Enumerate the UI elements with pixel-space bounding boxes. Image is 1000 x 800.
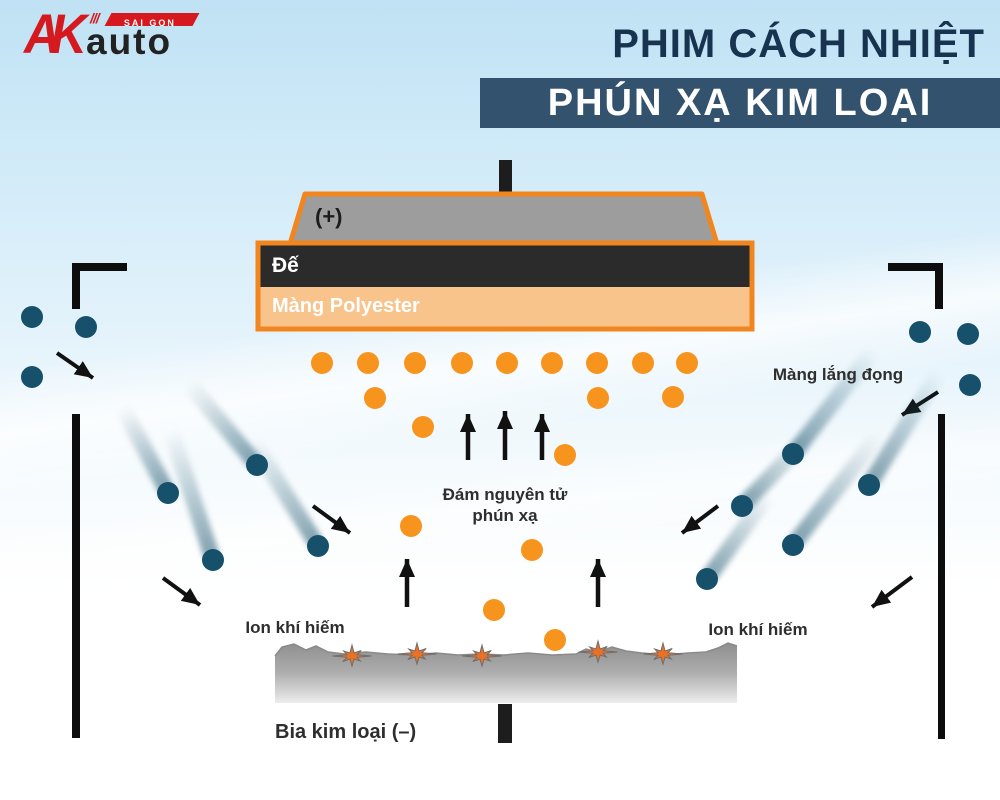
logo-ak-mark: AK — [24, 2, 87, 65]
deposited-film-label: Màng lắng đọng — [772, 365, 904, 384]
ion-direction-arrow — [680, 504, 720, 535]
impact-spark-icon — [643, 641, 683, 666]
atom-cloud-label-line1: Đám nguyên tử — [442, 485, 568, 504]
page-title-line1: PHIM CÁCH NHIỆT — [612, 22, 985, 66]
substrate-bar — [259, 244, 751, 287]
page-title-band: PHÚN XẠ KIM LOẠI — [480, 78, 1000, 128]
anode-plus-label: (+) — [315, 204, 343, 229]
rare-gas-ion-label-left: Ion khí hiếm — [245, 618, 345, 637]
atom-cloud-label: Đám nguyên tử phún xạ — [405, 484, 605, 526]
ion-direction-arrow — [311, 504, 352, 535]
chamber-bracket-left — [72, 263, 127, 738]
logo-auto-text: auto — [86, 21, 173, 62]
substrate-stack-border — [255, 240, 755, 332]
rare-gas-ion-label-right: Ion khí hiếm — [708, 620, 808, 639]
impact-spark-icon — [397, 641, 437, 666]
substrate-label: Đế — [272, 254, 299, 277]
atom-cloud-label-line2: phún xạ — [472, 506, 538, 525]
chamber-bracket-right — [888, 263, 945, 739]
ak-auto-logo: AK /// SAI GON auto — [22, 6, 212, 70]
anode-electrode — [287, 191, 720, 247]
anode-stem — [499, 160, 512, 196]
impact-spark-icon — [462, 643, 502, 668]
logo-slashes-icon: /// — [90, 10, 100, 26]
cathode-stem — [498, 704, 512, 743]
ion-direction-arrow — [55, 351, 95, 380]
page-title-line2: PHÚN XẠ KIM LOẠI — [547, 82, 933, 124]
polyester-bar — [259, 287, 751, 328]
target-metal-bar — [275, 643, 737, 703]
ion-direction-arrow — [900, 390, 940, 417]
impact-spark-icon — [578, 639, 618, 664]
ion-direction-arrow — [870, 575, 914, 609]
impact-spark-icon — [332, 643, 372, 668]
ion-direction-arrow — [161, 576, 202, 607]
target-metal-label: Bia kim loại (–) — [275, 721, 417, 743]
polyester-film-label: Màng Polyester — [272, 295, 420, 317]
